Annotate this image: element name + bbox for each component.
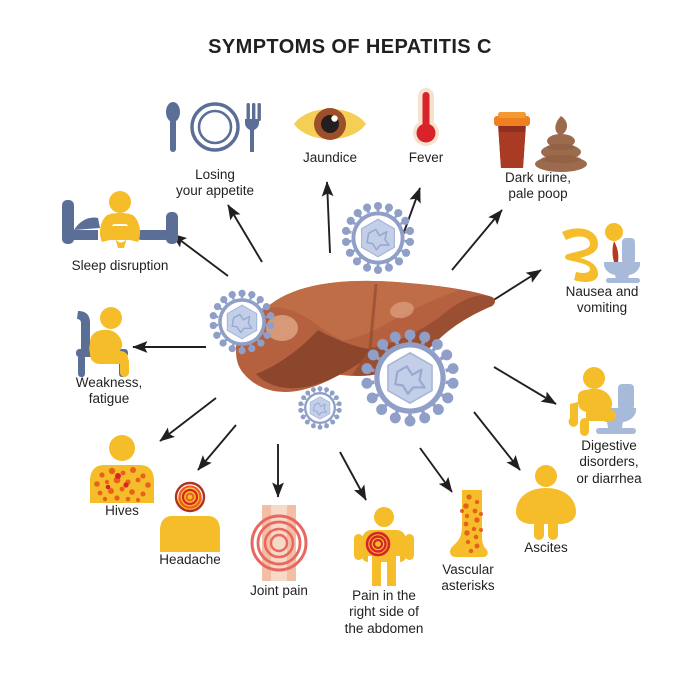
symptom-joint-pain[interactable]: Joint pain (246, 505, 312, 598)
symptom-vascular[interactable]: Vascular asterisks (440, 490, 496, 593)
virus-particle-top (341, 201, 415, 275)
plate-spoon-fork-icon (166, 102, 261, 152)
knee-joint-pain-icon (250, 505, 308, 581)
yellow-eye-icon (294, 108, 366, 140)
liver-icon (236, 280, 495, 393)
person-sitting-toilet-icon (568, 367, 637, 436)
symptom-label: Pain in the right side of the abdomen (344, 588, 424, 636)
symptom-label: Vascular asterisks (441, 562, 495, 594)
virus-particle-large (361, 329, 459, 427)
symptom-fever[interactable]: Fever (404, 88, 448, 165)
arrow-to-dark-urine (451, 209, 503, 271)
spotted-torso-icon (90, 435, 154, 503)
symptom-label: Hives (105, 503, 139, 518)
arrow-to-vascular (419, 447, 453, 493)
symptom-label: Joint pain (250, 583, 308, 598)
arrow-to-losing-appetite (227, 204, 263, 263)
figure-headache-icon (160, 481, 220, 552)
symptom-label: Dark urine, pale poop (504, 170, 572, 202)
central-liver-graphic (200, 201, 500, 450)
figure-abdominal-pain-icon (354, 507, 414, 586)
symptom-label: Sleep disruption (71, 258, 169, 273)
thermometer-icon (413, 88, 439, 146)
spotted-leg-icon (450, 490, 488, 557)
symptom-jaundice[interactable]: Jaundice (292, 100, 368, 165)
arrow-to-hives (159, 397, 217, 442)
symptom-label: Nausea and vomiting (565, 284, 639, 316)
symptom-headache[interactable]: Headache (152, 480, 228, 567)
symptom-label: Weakness, fatigue (75, 375, 143, 407)
symptom-weakness-fatigue[interactable]: Weakness, fatigue (66, 305, 152, 406)
symptom-losing-appetite[interactable]: Losing your appetite (160, 95, 270, 198)
symptom-dark-urine[interactable]: Dark urine, pale poop (488, 108, 588, 201)
symptom-ascites[interactable]: Ascites (510, 464, 582, 555)
person-awake-in-bed-icon (62, 191, 178, 248)
arrow-to-jaundice (321, 181, 334, 254)
symptom-label: Losing your appetite (175, 167, 255, 199)
person-slumped-chair-icon (76, 307, 129, 377)
arrow-to-ascites (473, 411, 521, 471)
symptom-abdominal-pain[interactable]: Pain in the right side of the abdomen (345, 506, 423, 636)
arrow-to-digestive (493, 366, 557, 405)
virus-particle-left (209, 289, 275, 355)
symptom-label: Digestive disorders, or diarrhea (576, 438, 642, 486)
symptom-sleep-disruption[interactable]: Sleep disruption (58, 190, 182, 273)
arrow-to-abdominal-pain (339, 451, 367, 501)
symptom-label: Headache (159, 552, 221, 567)
virus-particle-small (298, 386, 342, 430)
page-title: SYMPTOMS OF HEPATITIS C (208, 36, 492, 58)
symptom-label: Ascites (524, 540, 568, 555)
swollen-abdomen-figure-icon (516, 465, 576, 540)
symptom-label: Fever (408, 150, 444, 165)
arrow-to-sleep-disruption (171, 233, 229, 277)
symptom-hives[interactable]: Hives (82, 435, 162, 518)
person-vomiting-toilet-icon (562, 223, 641, 283)
arrow-to-headache (197, 424, 237, 471)
urine-cup-and-stool-icon (494, 112, 587, 172)
symptom-label: Jaundice (302, 150, 358, 165)
symptom-digestive[interactable]: Digestive disorders, or diarrhea (566, 366, 652, 486)
symptom-nausea-vomiting[interactable]: Nausea and vomiting (556, 222, 648, 315)
